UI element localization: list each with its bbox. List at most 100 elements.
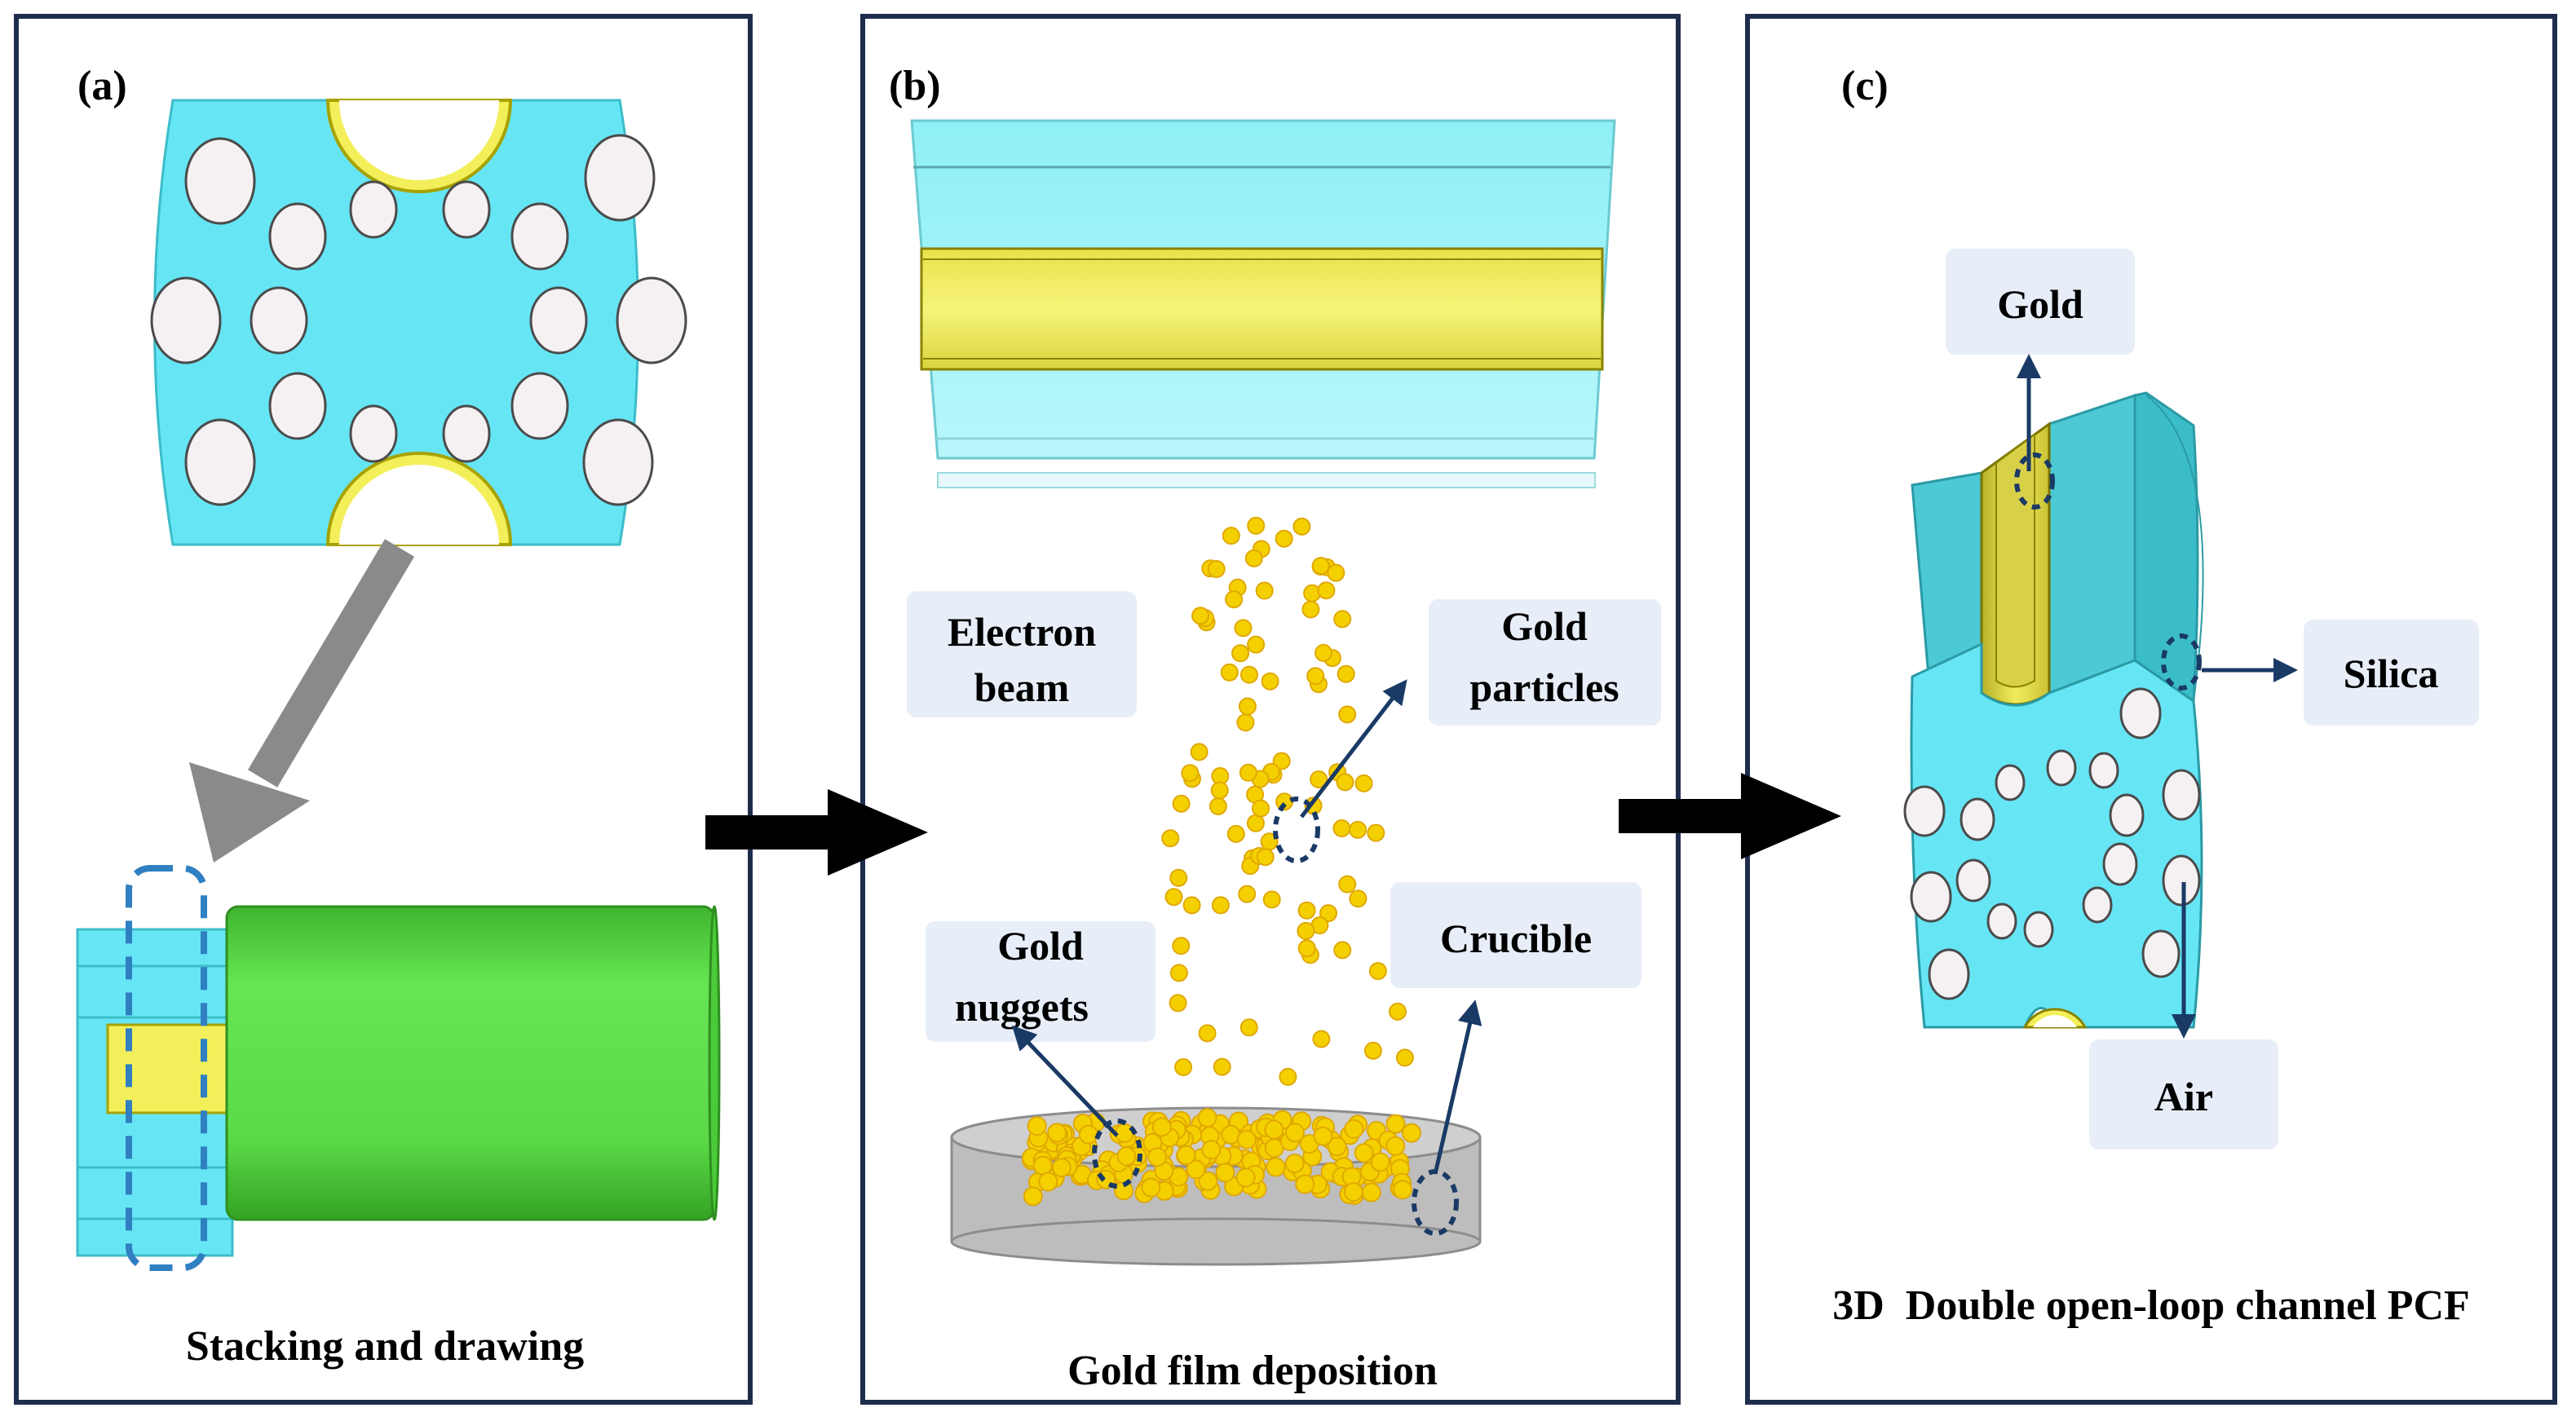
gold-particle (1256, 848, 1275, 867)
gold-nugget (1401, 1123, 1421, 1143)
gold-nugget (1221, 1124, 1241, 1145)
arrow-b-to-c (1619, 773, 1841, 859)
gold-nugget (1176, 1145, 1196, 1165)
gold-particle (1207, 560, 1226, 578)
gold-particle (1238, 697, 1257, 716)
gold-nugget (1198, 1171, 1218, 1191)
pcf-3d-air-holes (1903, 687, 2201, 1000)
gold-nugget (1186, 1159, 1206, 1180)
gold-particle (1182, 896, 1201, 915)
gold-particle (1338, 705, 1357, 724)
gold-nugget (1327, 1136, 1347, 1157)
gold-particle (1239, 763, 1257, 782)
gold-particle (1181, 764, 1200, 783)
gold-nugget (1285, 1123, 1305, 1143)
gold-particle (1279, 1067, 1297, 1086)
gold-nugget (1201, 1140, 1222, 1160)
gold-nugget (1215, 1163, 1235, 1183)
gold-particle (1292, 517, 1311, 536)
gold-particle (1272, 752, 1291, 770)
electron-beam-label-line1: Electron (948, 609, 1097, 655)
crucible-label: Crucible (1440, 916, 1592, 961)
gold-particles-label-box (1429, 599, 1661, 726)
gold-nugget (1116, 1146, 1137, 1167)
gold-particle (1252, 799, 1270, 818)
electron-beam-label-line2: beam (974, 664, 1070, 710)
gold-particle (1349, 820, 1368, 839)
gold-nugget (1284, 1154, 1305, 1174)
gold-particle (1297, 921, 1315, 940)
nugget-callout-arrow (1011, 1025, 1119, 1137)
particle-callout-arrow (1300, 679, 1407, 819)
gold-particle (1247, 635, 1266, 654)
gold-particle (1368, 962, 1387, 981)
gold-particle (1161, 829, 1180, 848)
gold-nugget (1344, 1119, 1364, 1139)
gold-film-strip (920, 247, 1604, 371)
gold-particle (1210, 781, 1229, 800)
gold-particle (1312, 1030, 1331, 1048)
crucible-callout-arrow (1433, 1000, 1482, 1175)
gold-particle (1395, 1048, 1414, 1067)
gold-particle (1234, 619, 1253, 638)
panel-c-caption: 3D Double open-loop channel PCF (1832, 1282, 2470, 1329)
gold-particle (1239, 1018, 1258, 1037)
gold-nugget (1385, 1114, 1406, 1134)
gold-particle (1349, 889, 1368, 908)
gold-particles-label-line2: particles (1469, 664, 1619, 710)
gold-particle (1319, 904, 1337, 923)
stack-to-draw-arrow (189, 539, 415, 863)
gold-nugget (1343, 1182, 1363, 1203)
gold-particle (1220, 663, 1239, 682)
gold-particle (1332, 819, 1351, 837)
gold-particle (1174, 1058, 1193, 1076)
particle-callout-circle (1273, 797, 1320, 863)
panel-b-label: (b) (889, 63, 941, 109)
electron-beam-label-box (907, 591, 1137, 717)
gold-particle (1338, 875, 1357, 894)
gold-particle (1275, 529, 1293, 548)
gold-particle (1225, 590, 1244, 609)
gold-particle (1172, 937, 1191, 955)
gold-particle (1337, 664, 1355, 683)
gold-nugget (1027, 1116, 1047, 1136)
gold-particle (1317, 581, 1336, 600)
gold-particle (1261, 672, 1279, 691)
gold-particle (1222, 527, 1240, 545)
gold-particle (1240, 665, 1258, 684)
gold-particle (1354, 774, 1373, 792)
gold-particle (1236, 713, 1255, 732)
panel-a-caption: Stacking and drawing (186, 1323, 584, 1370)
gold-particle (1306, 667, 1325, 686)
silica-label-box (2304, 620, 2479, 726)
gold-particle (1169, 868, 1188, 887)
gold-nugget (1151, 1117, 1172, 1137)
gold-particle (1310, 770, 1328, 788)
gold-particle (1244, 549, 1263, 567)
gold-nugget (1370, 1152, 1390, 1172)
gold-particle (1169, 994, 1187, 1013)
gold-nuggets-label-line2: nuggets (955, 984, 1089, 1030)
gold-particle (1247, 516, 1266, 535)
gold-particle (1333, 610, 1352, 629)
panel-c-frame (1745, 14, 2557, 1405)
gold-particle (1226, 824, 1245, 843)
gold-particle (1238, 885, 1257, 903)
gold-nugget (1266, 1157, 1286, 1177)
gold-nuggets (1022, 1108, 1421, 1207)
gold-nugget (1023, 1186, 1043, 1207)
nugget-callout-circle (1092, 1119, 1142, 1189)
gold-particle (1169, 964, 1188, 982)
gold-particle (1231, 644, 1250, 663)
arrow-a-to-b (705, 789, 928, 876)
gold-particle (1333, 941, 1352, 960)
gold-nugget (1393, 1180, 1412, 1200)
gold-nugget (1141, 1177, 1161, 1198)
gold-label: Gold (1997, 281, 2083, 327)
gold-particle (1213, 1057, 1231, 1076)
gold-particle (1297, 901, 1316, 920)
panel-b-caption: Gold film deposition (1067, 1348, 1438, 1394)
gold-nugget (1385, 1136, 1406, 1156)
pcf-cross-section (150, 99, 687, 546)
